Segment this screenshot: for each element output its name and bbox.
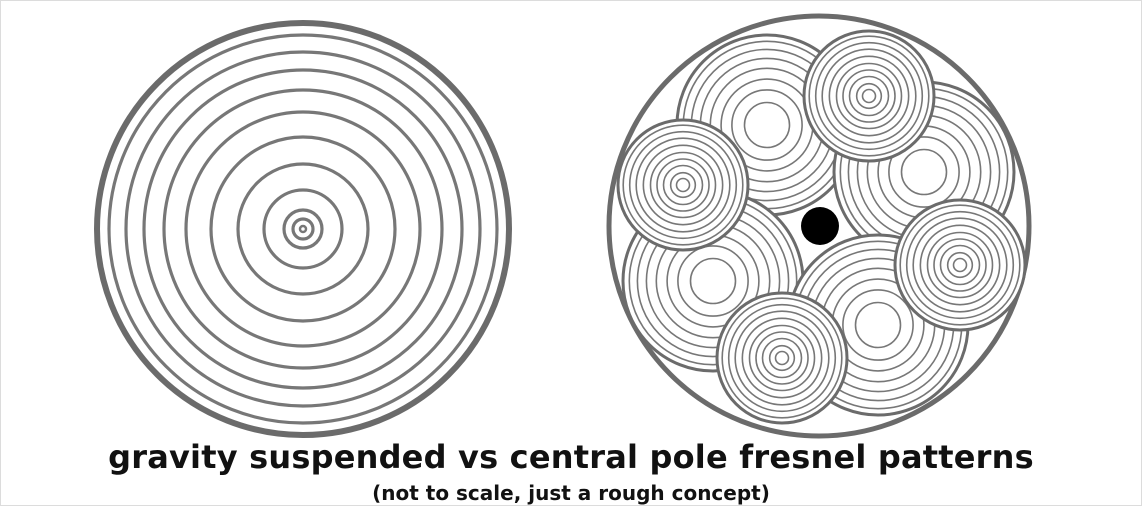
fresnel-ring bbox=[842, 69, 896, 123]
fresnel-ring bbox=[669, 171, 697, 199]
fresnel-ring bbox=[184, 110, 422, 348]
fresnel-ring bbox=[848, 75, 890, 117]
fresnel-ring bbox=[814, 41, 924, 151]
fresnel-ring bbox=[854, 301, 902, 349]
fresnel-ring bbox=[124, 50, 482, 408]
central-pole-fresnel-pattern bbox=[606, 13, 1032, 439]
fresnel-ring bbox=[748, 324, 816, 392]
fresnel-ring bbox=[262, 188, 344, 270]
fresnel-ring bbox=[107, 33, 499, 425]
fresnel-ring bbox=[689, 257, 737, 305]
fresnel-ring bbox=[675, 177, 691, 193]
fresnel-ring bbox=[743, 101, 791, 149]
fresnel-ring bbox=[855, 82, 883, 110]
fresnel-ring bbox=[899, 204, 1021, 326]
fresnel-lens-bottom bbox=[715, 291, 849, 425]
fresnel-ring bbox=[662, 164, 704, 206]
gravity-suspended-fresnel-pattern bbox=[94, 20, 512, 438]
fresnel-ring bbox=[642, 144, 724, 226]
fresnel-ring bbox=[734, 310, 830, 406]
fresnel-lens-top bbox=[802, 29, 936, 163]
fresnel-ring bbox=[291, 217, 315, 241]
fresnel-ring bbox=[721, 297, 843, 419]
fresnel-ring bbox=[900, 148, 948, 196]
fresnel-ring bbox=[622, 124, 744, 246]
fresnel-ring bbox=[628, 130, 738, 240]
central-pole bbox=[801, 207, 839, 245]
fresnel-ring bbox=[635, 137, 731, 233]
fresnel-ring bbox=[677, 245, 749, 317]
fresnel-ring bbox=[888, 136, 960, 208]
fresnel-ring bbox=[649, 151, 717, 219]
fresnel-ring bbox=[761, 337, 803, 379]
fresnel-lens-far-right bbox=[893, 198, 1027, 332]
fresnel-ring bbox=[162, 88, 444, 370]
diagram-subtitle: (not to scale, just a rough concept) bbox=[372, 481, 770, 505]
fresnel-ring bbox=[828, 55, 910, 137]
fresnel-ring bbox=[142, 68, 464, 390]
fresnel-ring bbox=[808, 35, 930, 157]
fresnel-ring bbox=[656, 158, 710, 212]
fresnel-ring bbox=[236, 162, 370, 296]
lens-center-dot bbox=[298, 224, 308, 234]
fresnel-ring bbox=[282, 208, 324, 250]
fresnel-ring bbox=[842, 289, 914, 361]
fresnel-lens-left bbox=[616, 118, 750, 252]
lens-rim bbox=[802, 29, 936, 163]
fresnel-ring bbox=[946, 251, 974, 279]
fresnel-ring bbox=[727, 303, 837, 413]
fresnel-ring bbox=[933, 238, 987, 292]
lens-outer-rim bbox=[94, 20, 512, 438]
fresnel-ring bbox=[731, 89, 803, 161]
fresnel-ring bbox=[952, 257, 968, 273]
lens-rim bbox=[715, 291, 849, 425]
fresnel-ring bbox=[821, 48, 917, 144]
diagram-title: gravity suspended vs central pole fresne… bbox=[108, 438, 1034, 476]
lens-rim bbox=[616, 118, 750, 252]
fresnel-ring bbox=[755, 331, 809, 385]
fresnel-ring bbox=[926, 231, 994, 299]
fresnel-ring bbox=[209, 135, 397, 323]
fresnel-ring bbox=[835, 62, 903, 130]
fresnel-ring bbox=[861, 88, 877, 104]
fresnel-ring bbox=[905, 210, 1015, 320]
fresnel-ring bbox=[768, 344, 796, 372]
fresnel-ring bbox=[919, 224, 1001, 306]
lens-rim bbox=[893, 198, 1027, 332]
fresnel-ring bbox=[939, 244, 981, 286]
fresnel-ring bbox=[741, 317, 823, 399]
fresnel-ring bbox=[912, 217, 1008, 313]
fresnel-ring bbox=[774, 350, 790, 366]
